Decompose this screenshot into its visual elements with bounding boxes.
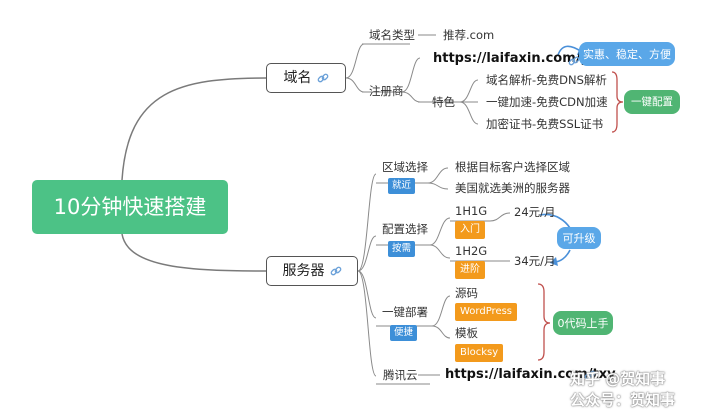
watermark-line-2: 公众号：贺知事 [570,391,676,409]
deploy-note: 0代码上手 [553,311,613,335]
config-option-tag: 进阶 [455,261,485,279]
region-item: 根据目标客户选择区域 [455,160,570,174]
region-item: 美国就选美洲的服务器 [455,181,570,195]
domain-type-label: 域名类型 [369,28,415,42]
config-option-name: 1H1G [455,204,488,218]
feature-item: 加密证书-免费SSL证书 [486,117,604,131]
config-label: 配置选择 [382,222,428,236]
region-label: 区域选择 [382,160,428,174]
deploy-group-value: WordPress [455,303,518,321]
tencent-label: 腾讯云 [383,368,418,382]
domain-topic-label: 域名 [283,70,312,86]
registrar-url[interactable]: https://laifaxin.com/ym [433,51,603,66]
config-option-price: 24元/月 [514,205,556,219]
registrar-note: 实惠、稳定、方便 [579,42,675,66]
config-tag: 按需 [388,241,416,257]
config-option-price: 34元/月 [514,254,556,268]
deploy-group-name: 源码 [455,286,478,300]
feature-item: 一键加速-免费CDN加速 [486,95,608,109]
root-topic[interactable]: 10分钟快速搭建 [32,180,228,234]
tencent-url[interactable]: https://laifaxin.com/txy [445,367,616,382]
deploy-group-name: 模板 [455,326,478,340]
root-to-domain-line [121,77,267,181]
link-icon[interactable] [584,369,596,381]
link-icon[interactable] [330,265,342,277]
config-option-tag: 入门 [455,221,485,239]
domain-topic[interactable]: 域名 [266,63,346,93]
features-brace [611,71,624,133]
deploy-brace [537,283,551,361]
link-icon[interactable] [568,55,580,67]
watermark-line-1: 知乎 @贺知事 [570,370,666,388]
server-topic-label: 服务器 [282,263,325,279]
server-topic[interactable]: 服务器 [266,256,358,286]
domain-type-value: 推荐.com [443,28,495,42]
config-option-name: 1H2G [455,244,488,258]
region-tag: 就近 [388,178,416,194]
upgrade-note: 可升级 [557,227,601,249]
root-to-server-line [121,233,267,272]
registrar-label: 注册商 [369,84,404,98]
features-label: 特色 [432,95,455,109]
deploy-label: 一键部署 [382,305,428,319]
link-icon[interactable] [317,72,329,84]
upgrade-arrow-top [539,213,571,229]
deploy-group-value: Blocksy [455,344,504,362]
features-summary: 一键配置 [624,90,680,114]
feature-item: 域名解析-免费DNS解析 [486,73,607,87]
deploy-tag: 便捷 [390,325,418,341]
